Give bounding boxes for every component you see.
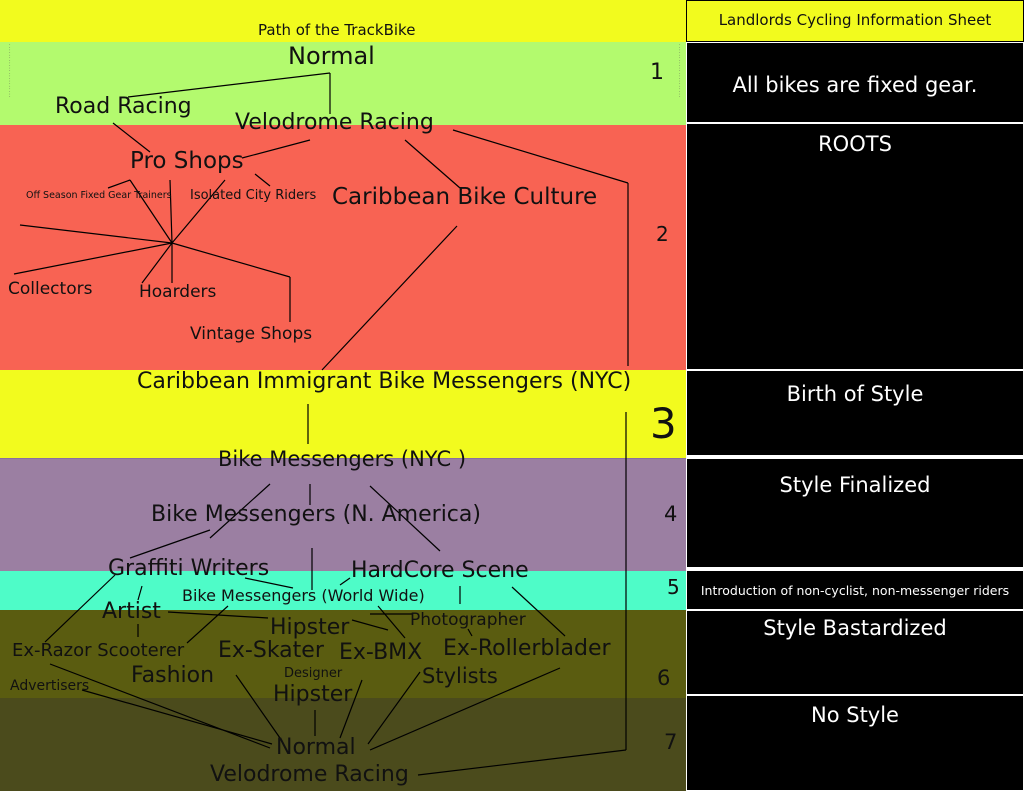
- band-number-5: 5: [667, 575, 680, 599]
- node-hipster-2: Hipster: [273, 682, 353, 707]
- node-road-racing: Road Racing: [55, 94, 192, 119]
- band-5: [0, 571, 686, 610]
- node-ex-razor: Ex-Razor Scooterer: [12, 640, 185, 661]
- side-panel-1-text: All bikes are fixed gear.: [732, 73, 978, 97]
- side-panel-4: Style Finalized: [686, 458, 1024, 568]
- node-isolated-city: Isolated City Riders: [190, 188, 317, 203]
- node-ex-skater: Ex-Skater: [218, 638, 324, 663]
- node-normal-bottom: Normal: [276, 735, 356, 760]
- band-7: [0, 698, 686, 791]
- node-hoarders: Hoarders: [139, 282, 217, 302]
- band-3: [0, 370, 686, 458]
- node-pro-shops: Pro Shops: [130, 148, 244, 174]
- band-1-body: [0, 42, 686, 125]
- node-fashion: Fashion: [131, 663, 215, 688]
- side-panel-6: Style Bastardized: [686, 610, 1024, 695]
- node-velodrome-bottom: Velodrome Racing: [210, 762, 409, 787]
- side-panel-3: Birth of Style: [686, 370, 1024, 456]
- node-designer: Designer: [284, 666, 343, 681]
- node-artist: Artist: [102, 599, 161, 624]
- side-panel-7: No Style: [686, 695, 1024, 791]
- node-stylists: Stylists: [422, 664, 498, 688]
- band-1-edge-mark-right: ·····················: [676, 44, 682, 99]
- node-vintage-shops: Vintage Shops: [190, 324, 313, 344]
- band-6: [0, 610, 686, 698]
- band-number-1: 1: [650, 60, 664, 85]
- side-panel-2: ROOTS: [686, 123, 1024, 370]
- node-hardcore: HardCore Scene: [351, 558, 529, 583]
- band-number-4: 4: [664, 502, 678, 526]
- node-off-season: Off Season Fixed Gear Trainers: [26, 190, 172, 201]
- side-panel-6-text: Style Bastardized: [763, 616, 947, 640]
- side-panel-4-text: Style Finalized: [779, 473, 931, 497]
- band-4: [0, 458, 686, 573]
- node-velodrome-top: Velodrome Racing: [235, 110, 434, 135]
- path-title: Path of the TrackBike: [258, 21, 416, 39]
- band-number-6: 6: [657, 666, 671, 690]
- node-photographer: Photographer: [410, 610, 526, 630]
- node-advertisers: Advertisers: [10, 678, 90, 694]
- node-ex-rollerblader: Ex-Rollerblader: [443, 636, 611, 661]
- node-messengers-na: Bike Messengers (N. America): [151, 502, 481, 527]
- band-1-edge-mark-left: ·····················: [6, 44, 12, 99]
- side-panel-5: Introduction of non-cyclist, non-messeng…: [686, 570, 1024, 610]
- node-collectors: Collectors: [8, 279, 93, 299]
- side-panel-3-text: Birth of Style: [786, 382, 924, 406]
- side-panel-7-text: No Style: [811, 703, 899, 727]
- node-caribbean-culture: Caribbean Bike Culture: [332, 184, 598, 210]
- side-panel-5-text: Introduction of non-cyclist, non-messeng…: [700, 583, 1010, 598]
- node-messengers-nyc: Bike Messengers (NYC ): [218, 447, 467, 471]
- band-number-7: 7: [664, 730, 678, 754]
- node-ex-bmx: Ex-BMX: [339, 640, 423, 665]
- band-number-2: 2: [656, 222, 669, 246]
- node-caribbean-messengers: Caribbean Immigrant Bike Messengers (NYC…: [137, 369, 632, 394]
- node-hipster-1: Hipster: [270, 615, 350, 640]
- node-graffiti: Graffiti Writers: [108, 556, 270, 581]
- node-normal-top: Normal: [288, 42, 375, 70]
- side-panel-2-text: ROOTS: [818, 132, 892, 156]
- side-panel-1: All bikes are fixed gear.: [686, 42, 1024, 123]
- band-number-3: 3: [650, 399, 677, 448]
- node-messengers-ww: Bike Messengers (World Wide): [182, 586, 425, 605]
- band-1: [0, 0, 686, 42]
- sheet-title: Landlords Cycling Information Sheet: [686, 0, 1024, 42]
